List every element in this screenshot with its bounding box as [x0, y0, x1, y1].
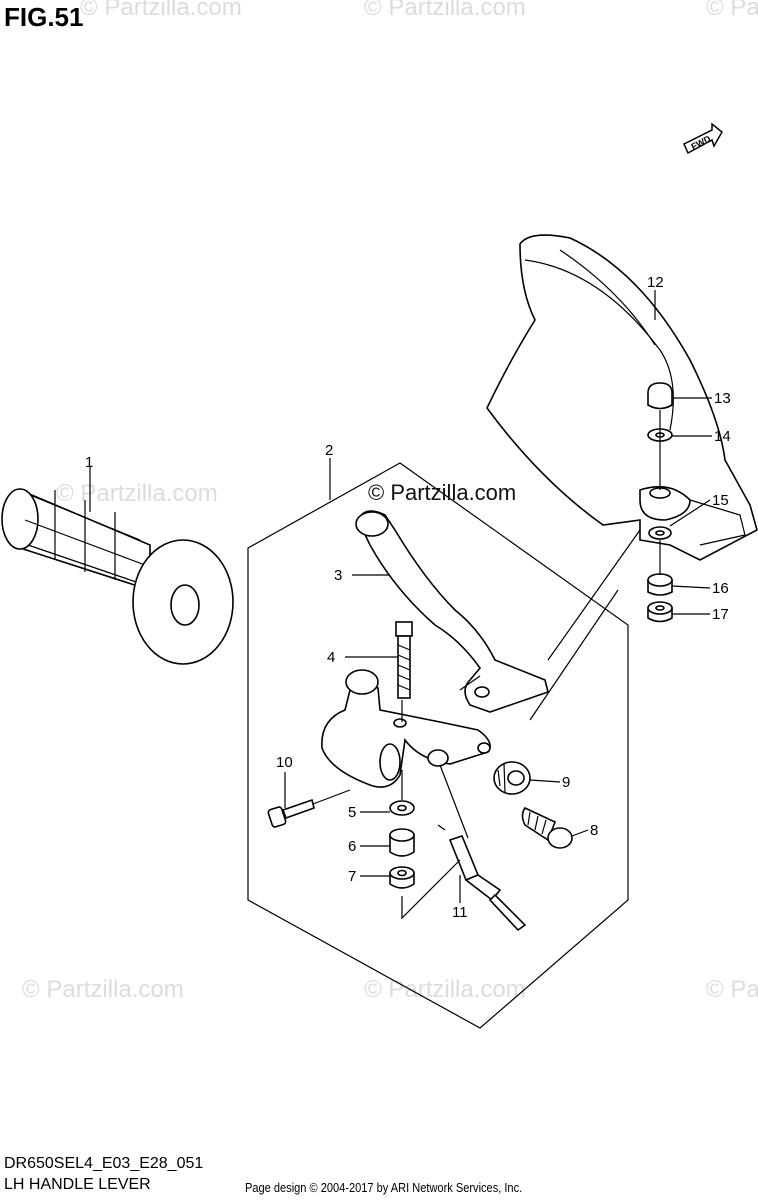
callout-14: 14: [714, 428, 731, 445]
assembly-guide-lines: [312, 410, 661, 920]
watermark: © Partzilla.com: [80, 0, 242, 21]
callout-2: 2: [325, 442, 333, 459]
callout-7: 7: [348, 868, 356, 885]
callout-3: 3: [334, 567, 342, 584]
callout-8: 8: [590, 822, 598, 839]
bracket-screw-part-10: [267, 798, 315, 828]
lever-pivot-bolt-part: [395, 621, 413, 699]
flange-nut-part-16: [647, 573, 673, 596]
clutch-cable-part-11: [437, 764, 527, 932]
callout-leader-lines: [89, 290, 712, 903]
cap-nut-part-13: [647, 382, 673, 410]
diagram-code: DR650SEL4_E03_E28_051: [4, 1155, 204, 1172]
lever-bracket-housing-part: [321, 669, 491, 788]
watermark: © Partzilla.com: [56, 480, 218, 507]
watermark: © Pa: [706, 0, 758, 21]
callout-12: 12: [647, 274, 664, 291]
callout-13: 13: [714, 390, 731, 407]
callout-11: 11: [452, 904, 468, 921]
watermark: © Partzilla.com: [22, 976, 184, 1003]
handle-grip-part: [1, 488, 234, 665]
collar-part-6: [389, 828, 415, 857]
callout-16: 16: [712, 580, 729, 597]
figure-title: FIG.51: [4, 2, 84, 32]
watermark-center: © Partzilla.com: [368, 480, 517, 505]
watermark: © Partzilla.com: [364, 976, 526, 1003]
callout-10: 10: [276, 754, 293, 771]
clutch-lever-part: [355, 510, 549, 713]
cable-adjuster-part-8: [521, 806, 573, 849]
nut-part-17: [647, 601, 673, 623]
spacer-part-15: [648, 526, 672, 540]
callout-17: 17: [712, 606, 729, 623]
lever-assembly-outline: [247, 462, 629, 1029]
callout-4: 4: [327, 649, 335, 666]
callout-numbers: 1 2 3 4 5 6 7 8 9 10 11 12 13 14 15 16 1…: [85, 274, 731, 921]
watermark: © Partzilla.com: [364, 0, 526, 21]
adjuster-locknut-part-9: [493, 761, 531, 795]
callout-1: 1: [85, 454, 93, 471]
callout-6: 6: [348, 838, 356, 855]
callout-15: 15: [712, 492, 729, 509]
copyright-notice: Page design © 2004-2017 by ARI Network S…: [245, 1180, 523, 1195]
diagram-name: LH HANDLE LEVER: [4, 1176, 151, 1193]
nut-part-7: [389, 866, 415, 889]
fwd-arrow-badge: FWD: [683, 122, 723, 155]
watermark: © Pa: [706, 976, 758, 1003]
callout-9: 9: [562, 774, 570, 791]
hand-guard-part-12: [486, 234, 758, 561]
callout-5: 5: [348, 804, 356, 821]
washer-part-5: [389, 800, 415, 816]
